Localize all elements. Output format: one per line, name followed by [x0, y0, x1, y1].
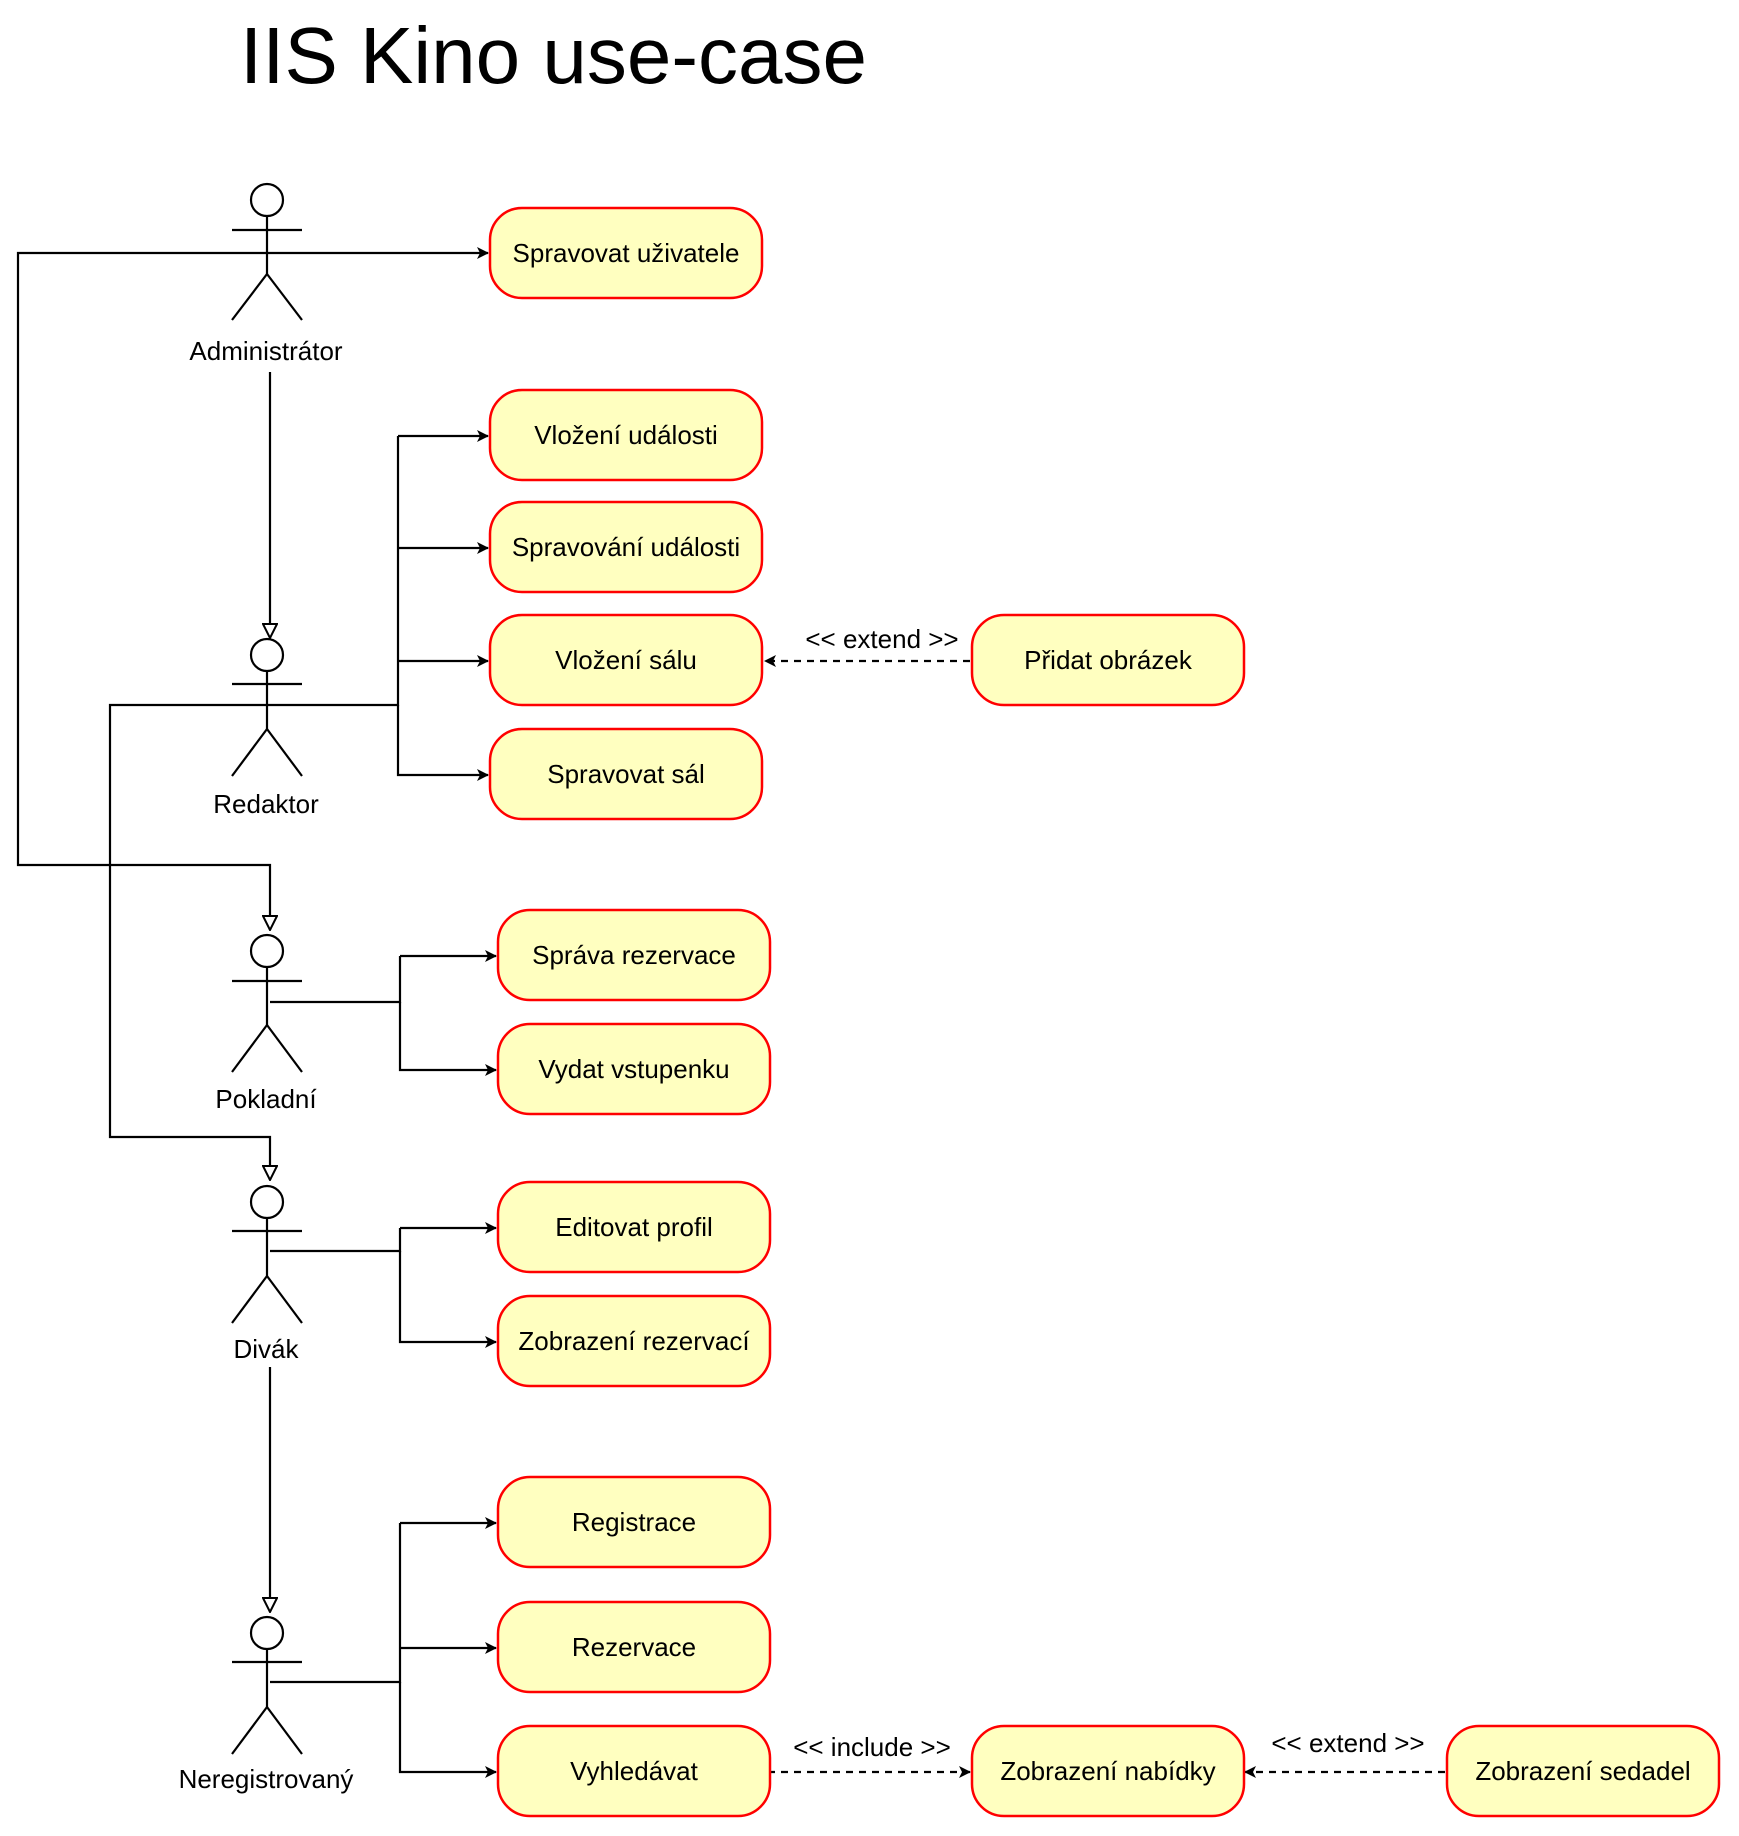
svg-text:Rezervace: Rezervace [572, 1632, 696, 1662]
use-case-spravovani-udalosti: Spravování události [488, 500, 764, 594]
svg-text:Přidat obrázek: Přidat obrázek [1024, 645, 1193, 675]
gen-admin-pokladni [16, 251, 270, 930]
svg-text:Spravování události: Spravování události [512, 532, 740, 562]
actor-label-administrator: Administrátor [189, 336, 342, 366]
stick-figure-icon [231, 182, 303, 321]
use-case-registrace: Registrace [496, 1475, 772, 1569]
svg-text:Editovat profil: Editovat profil [555, 1212, 713, 1242]
assoc-redaktor-trunk [270, 436, 400, 707]
use-case-zobrazeni-rezervaci: Zobrazení rezervací [496, 1294, 772, 1388]
use-case-rezervace: Rezervace [496, 1600, 772, 1694]
actor-label-divak: Divák [233, 1334, 299, 1364]
use-case-zobrazeni-sedadel: Zobrazení sedadel [1445, 1724, 1721, 1818]
use-case-pridat-obrazek: Přidat obrázek [970, 613, 1246, 707]
svg-text:Zobrazení rezervací: Zobrazení rezervací [518, 1326, 750, 1356]
diagram-title: IIS Kino use-case [240, 11, 867, 100]
svg-text:Spravovat sál: Spravovat sál [547, 759, 705, 789]
use-case-zobrazeni-nabidky: Zobrazení nabídky [970, 1724, 1246, 1818]
actor-pokladni: Pokladní [215, 933, 317, 1114]
svg-text:Registrace: Registrace [572, 1507, 696, 1537]
use-case-vlozeni-udalosti: Vložení události [488, 388, 764, 482]
gen-redaktor-divak [108, 703, 270, 1180]
stick-figure-icon [231, 933, 303, 1073]
stick-figure-icon [231, 637, 303, 777]
svg-text:Zobrazení nabídky: Zobrazení nabídky [1000, 1756, 1215, 1786]
assoc-redaktor-spravovat-sal [396, 705, 489, 781]
stick-figure-icon [231, 1184, 303, 1324]
assoc-pokladni-trunk [270, 956, 402, 1004]
actor-redaktor: Redaktor [213, 637, 319, 819]
actor-label-redaktor: Redaktor [213, 789, 319, 819]
svg-text:Zobrazení sedadel: Zobrazení sedadel [1475, 1756, 1690, 1786]
extend-label-1: << extend >> [805, 624, 958, 654]
use-case-vyhledavat: Vyhledávat [496, 1724, 772, 1818]
use-case-spravovat-uzivatele: Spravovat uživatele [488, 206, 764, 300]
svg-text:Spravovat uživatele: Spravovat uživatele [513, 238, 740, 268]
assoc-divak-zobrazeni-rezervaci [398, 1251, 497, 1348]
use-case-vlozeni-salu: Vložení sálu [488, 613, 764, 707]
svg-text:Správa rezervace: Správa rezervace [532, 940, 736, 970]
actor-administrator: Administrátor [189, 182, 343, 366]
actor-divak: Divák [231, 1184, 303, 1364]
svg-text:Vložení sálu: Vložení sálu [555, 645, 697, 675]
assoc-neregistrovany-vyhledavat [398, 1682, 497, 1778]
svg-text:Vyhledávat: Vyhledávat [570, 1756, 698, 1786]
include-label: << include >> [793, 1732, 951, 1762]
actor-label-pokladni: Pokladní [215, 1084, 317, 1114]
use-case-vydat-vstupenku: Vydat vstupenku [496, 1022, 772, 1116]
svg-text:Vydat vstupenku: Vydat vstupenku [538, 1054, 729, 1084]
use-case-spravovat-sal: Spravovat sál [488, 727, 764, 821]
use-case-sprava-rezervace: Správa rezervace [496, 908, 772, 1002]
actor-label-neregistrovany: Neregistrovaný [179, 1764, 354, 1794]
stick-figure-icon [231, 1615, 303, 1755]
assoc-pokladni-vydat-vstupenku [398, 1002, 497, 1076]
assoc-neregistrovany-trunk [270, 1523, 402, 1684]
use-case-editovat-profil: Editovat profil [496, 1180, 772, 1274]
actor-neregistrovany: Neregistrovaný [179, 1615, 354, 1794]
extend-label-2: << extend >> [1271, 1728, 1424, 1758]
svg-text:Vložení události: Vložení události [534, 420, 718, 450]
